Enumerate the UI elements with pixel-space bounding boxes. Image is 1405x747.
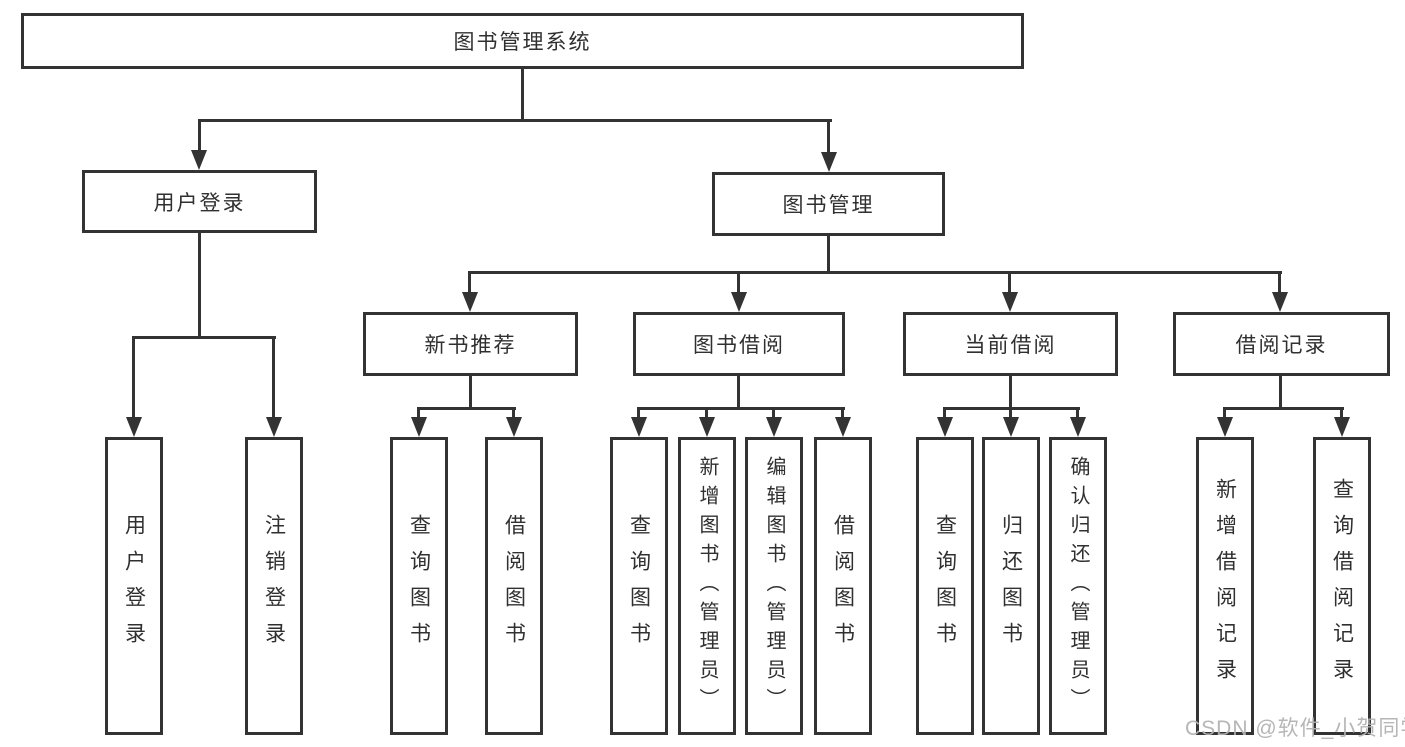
arrow-down-icon [631, 417, 647, 437]
leaf-query-books-1-label: 查询图书 [407, 514, 431, 658]
connector-line [132, 336, 276, 339]
leaf-query-books-3: 查询图书 [916, 437, 974, 735]
arrow-down-icon [821, 152, 837, 172]
leaf-return-books: 归还图书 [982, 437, 1040, 735]
leaf-query-books-1: 查询图书 [390, 437, 448, 735]
connector-line [198, 119, 201, 152]
leaf-edit-books-admin: 编辑图书（管理员） [745, 437, 803, 735]
leaf-query-books-2: 查询图书 [610, 437, 668, 735]
node-borrow-records: 借阅记录 [1173, 312, 1390, 376]
connector-line [1223, 407, 1344, 410]
connector-line [737, 271, 740, 295]
connector-line [132, 336, 135, 419]
leaf-add-borrow-record-label: 新增借阅记录 [1213, 478, 1237, 694]
leaf-borrow-books-1: 借阅图书 [485, 437, 543, 735]
leaf-confirm-return-admin: 确认归还（管理员） [1049, 437, 1107, 735]
leaf-user-login-label: 用户登录 [122, 514, 146, 658]
connector-line [1009, 407, 1012, 419]
arrow-down-icon [191, 150, 207, 170]
connector-line [469, 376, 472, 409]
leaf-confirm-return-admin-label: 确认归还（管理员） [1067, 455, 1089, 717]
connector-line [512, 407, 515, 419]
node-root-label: 图书管理系统 [453, 31, 592, 54]
connector-line [637, 407, 640, 419]
node-borrow-records-label: 借阅记录 [1235, 334, 1328, 357]
node-current-borrow-label: 当前借阅 [964, 334, 1057, 357]
connector-line [1076, 407, 1079, 419]
connector-line [827, 236, 830, 273]
leaf-add-borrow-record: 新增借阅记录 [1196, 437, 1254, 735]
node-user-login-label: 用户登录 [153, 191, 246, 215]
leaf-borrow-books-2-label: 借阅图书 [831, 514, 855, 658]
node-book-management-label: 图书管理 [782, 194, 875, 217]
connector-line [705, 407, 708, 419]
arrow-down-icon [411, 417, 427, 437]
node-user-login: 用户登录 [82, 170, 317, 233]
leaf-edit-books-admin-label: 编辑图书（管理员） [763, 455, 785, 717]
node-book-borrow: 图书借阅 [633, 312, 845, 376]
leaf-user-login: 用户登录 [105, 437, 163, 735]
connector-line [943, 407, 946, 419]
connector-line [198, 119, 832, 122]
arrow-down-icon [1272, 292, 1288, 312]
arrow-down-icon [506, 417, 522, 437]
csdn-watermark: CSDN @软件_小贺同学 [1185, 717, 1405, 740]
connector-line [827, 119, 830, 154]
connector-line [1340, 407, 1343, 419]
connector-line [1223, 407, 1226, 419]
arrow-down-icon [766, 417, 782, 437]
arrow-down-icon [1003, 417, 1019, 437]
connector-line [1008, 271, 1011, 295]
leaf-query-borrow-record: 查询借阅记录 [1313, 437, 1371, 735]
node-book-borrow-label: 图书借阅 [693, 334, 785, 357]
leaf-add-books-admin-label: 新增图书（管理员） [696, 455, 718, 717]
connector-line [198, 233, 201, 338]
node-new-book-recommend-label: 新书推荐 [424, 334, 517, 357]
connector-line [637, 407, 845, 410]
connector-line [841, 407, 844, 419]
arrow-down-icon [1070, 417, 1086, 437]
connector-line [772, 407, 775, 419]
leaf-borrow-books-2: 借阅图书 [814, 437, 872, 735]
arrow-down-icon [699, 417, 715, 437]
arrow-down-icon [1002, 292, 1018, 312]
arrow-down-icon [731, 292, 747, 312]
arrow-down-icon [266, 417, 282, 437]
leaf-add-books-admin: 新增图书（管理员） [678, 437, 736, 735]
leaf-query-books-3-label: 查询图书 [933, 514, 957, 658]
connector-line [272, 336, 275, 419]
connector-line [1278, 271, 1281, 295]
node-root: 图书管理系统 [21, 13, 1024, 69]
arrow-down-icon [1334, 417, 1350, 437]
node-current-borrow: 当前借阅 [903, 312, 1118, 376]
arrow-down-icon [1217, 417, 1233, 437]
arrow-down-icon [126, 417, 142, 437]
leaf-logout-label: 注销登录 [262, 514, 286, 658]
leaf-borrow-books-1-label: 借阅图书 [502, 514, 526, 658]
connector-line [1009, 376, 1012, 409]
arrow-down-icon [462, 292, 478, 312]
connector-line [521, 69, 524, 121]
leaf-return-books-label: 归还图书 [999, 514, 1023, 658]
connector-line [468, 271, 471, 295]
node-new-book-recommend: 新书推荐 [363, 312, 578, 376]
connector-line [469, 271, 1282, 274]
arrow-down-icon [835, 417, 851, 437]
node-book-management: 图书管理 [712, 172, 945, 236]
connector-line [737, 376, 740, 409]
connector-line [1279, 376, 1282, 409]
connector-line [417, 407, 516, 410]
leaf-logout: 注销登录 [245, 437, 303, 735]
arrow-down-icon [937, 417, 953, 437]
leaf-query-borrow-record-label: 查询借阅记录 [1330, 478, 1354, 694]
leaf-query-books-2-label: 查询图书 [627, 514, 651, 658]
connector-line [417, 407, 420, 419]
